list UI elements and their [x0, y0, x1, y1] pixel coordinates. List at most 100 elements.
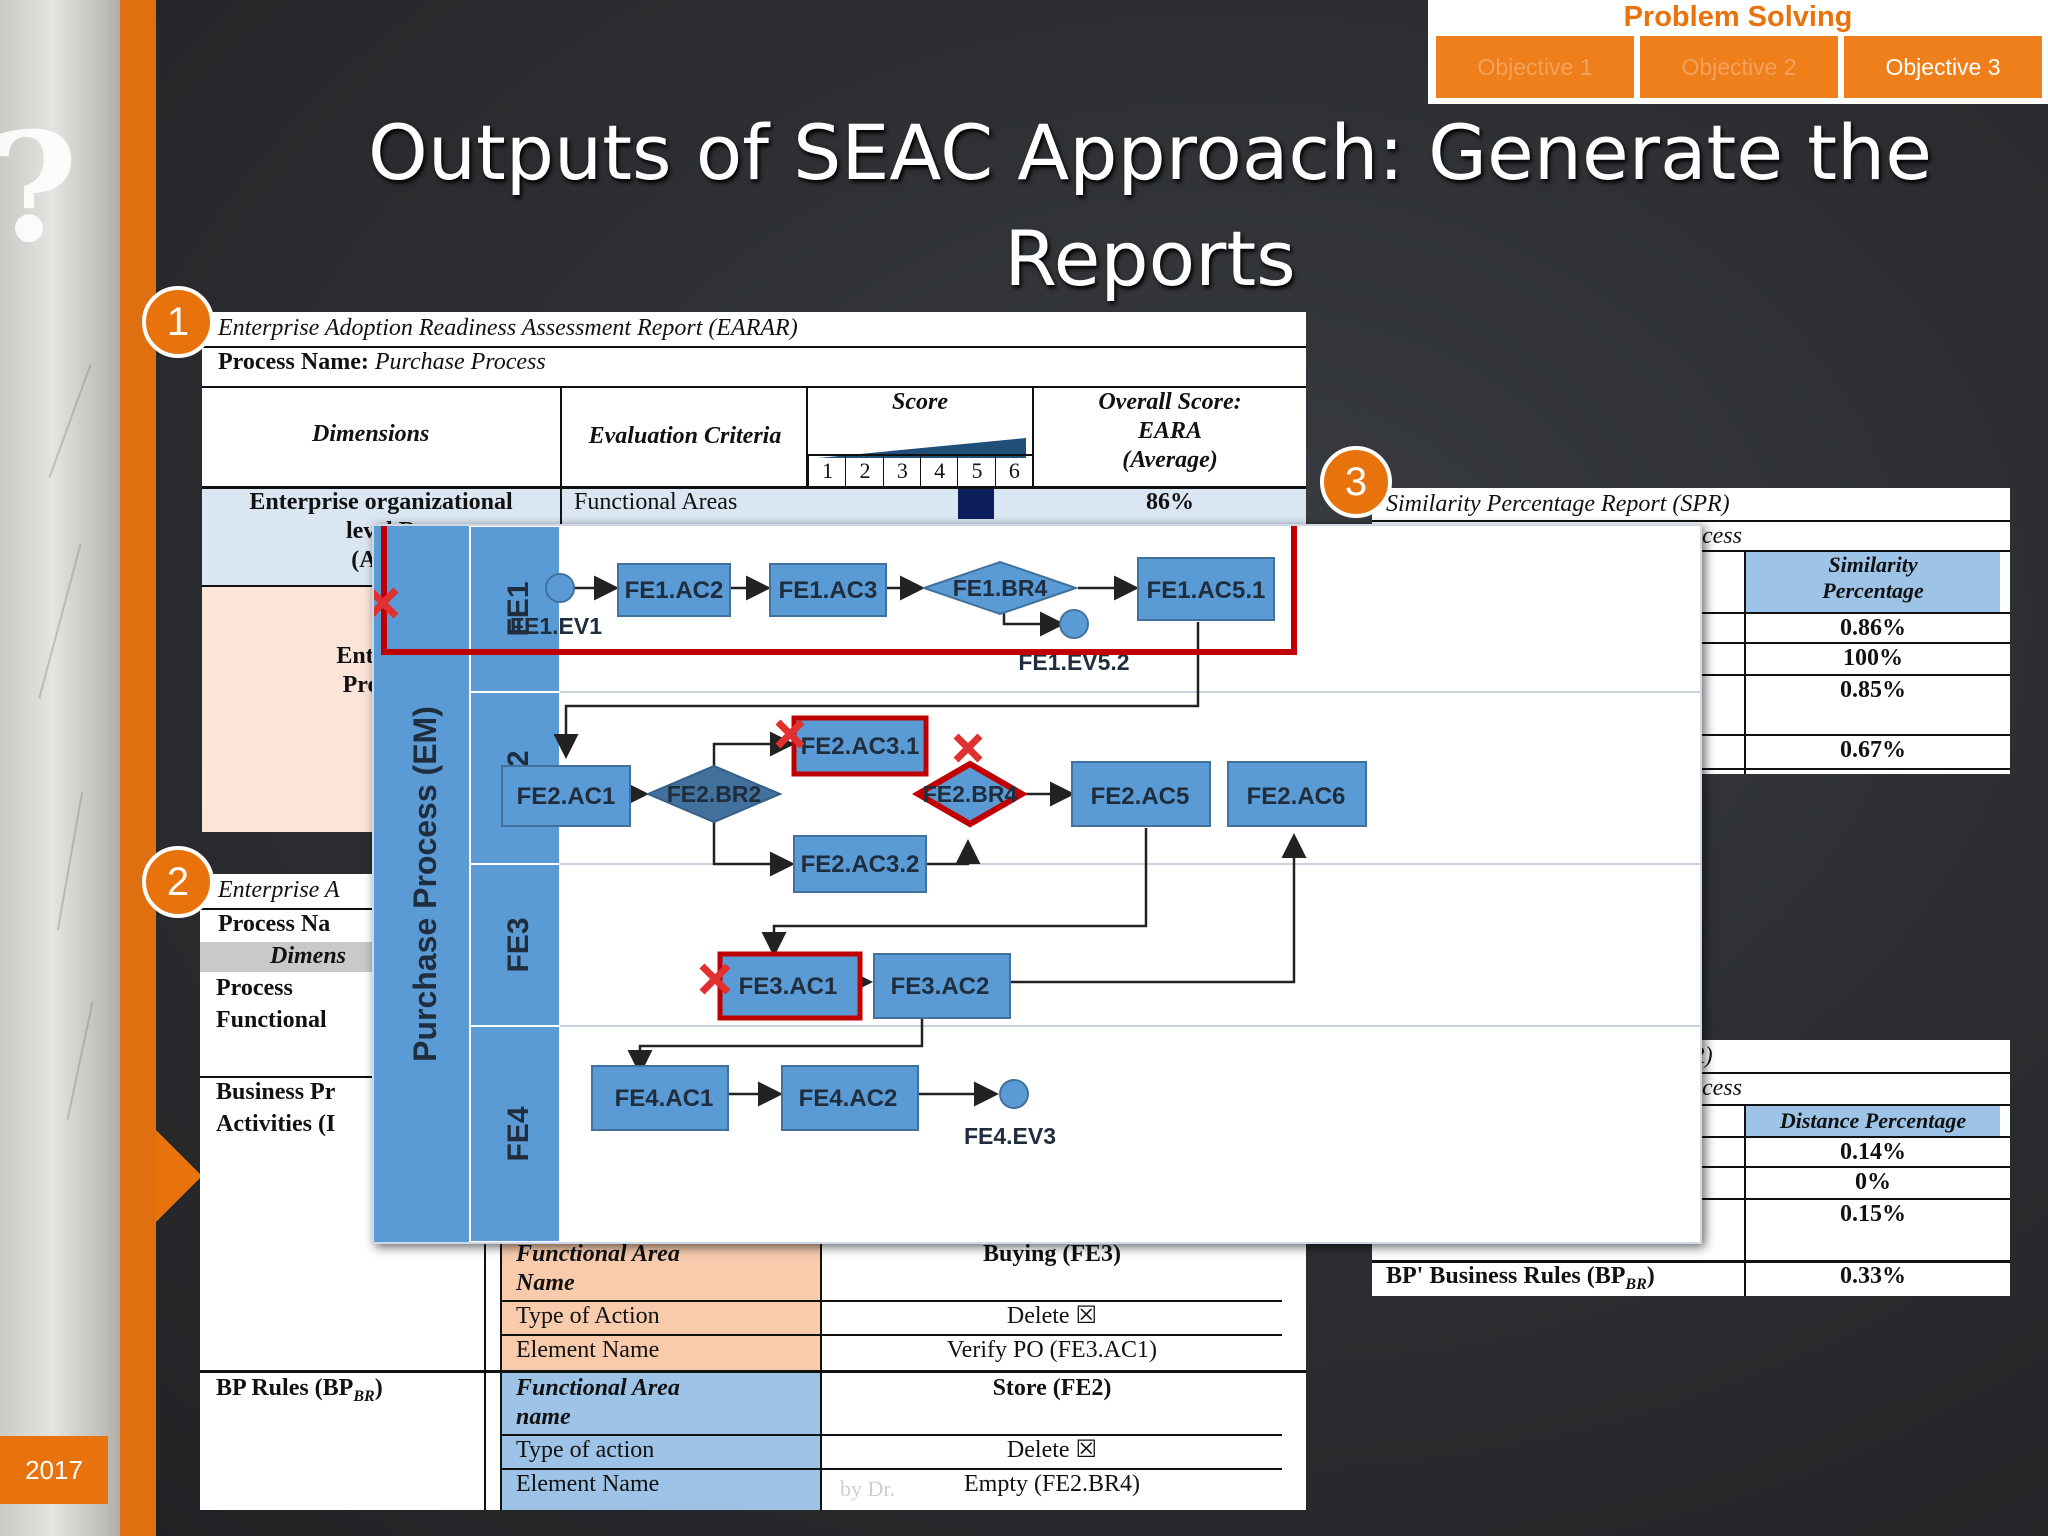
lane-fe1-label: FE1 — [502, 581, 535, 636]
objective-3-tab[interactable]: Objective 3 — [1844, 36, 2042, 98]
earar-title: Enterprise Adoption Readiness Assessment… — [218, 315, 798, 341]
question-mark-graphic: ? — [0, 100, 78, 276]
fe2-br4-gateway[interactable] — [911, 760, 1029, 828]
slide-title-line1: Outputs of SEAC Approach: Generate the — [368, 108, 1932, 197]
objective-1-tab[interactable]: Objective 1 — [1436, 36, 1634, 98]
accent-bar — [120, 0, 156, 1536]
block1-fa-value: Buying (FE3) — [982, 1241, 1122, 1267]
fe1-br4-label: FE1.BR4 — [953, 575, 1048, 601]
block2-type-label: Type of action — [516, 1437, 655, 1463]
spr-col-header-line1: Similarity — [1828, 552, 1918, 577]
objective-2-tab[interactable]: Objective 2 — [1640, 36, 1838, 98]
fe3-ac1-label: FE3.AC1 — [739, 973, 838, 1000]
lane-fe4-header — [469, 1025, 561, 1243]
score-scale-cell: 1 — [808, 456, 846, 486]
block1-fa-label: Functional Area Name — [516, 1240, 680, 1298]
pool-header — [374, 526, 470, 1242]
fe1-br4-gateway[interactable] — [920, 560, 1080, 616]
slide-title: Outputs of SEAC Approach: Generate the R… — [300, 100, 2000, 312]
block1-elem-label: Element Name — [516, 1337, 660, 1363]
br-label: BP Rules (BP — [216, 1375, 354, 1401]
fe3-ac2-label: FE3.AC2 — [891, 973, 990, 1000]
report2-dimensions-header: Dimens — [270, 943, 347, 969]
fe2-ac6-label: FE2.AC6 — [1247, 783, 1346, 810]
score-scale-cell: 4 — [920, 456, 958, 486]
footer-watermark: by Dr. — [840, 1476, 895, 1501]
block1-type-value: Delete ☒ — [1006, 1303, 1098, 1329]
fe1-ac51-task[interactable] — [1137, 557, 1275, 621]
dpr-last-label: BP' Business Rules (BPBR) — [1386, 1263, 1655, 1293]
earar-overall-header: Overall Score: EARA (Average) — [1034, 388, 1306, 475]
fe2-ac5-label: FE2.AC5 — [1091, 783, 1190, 810]
nav-section-title: Problem Solving — [1623, 1, 1853, 33]
block2-elem-label: Element Name — [516, 1471, 660, 1497]
bpmn-svg: Purchase Process (EM) FE1 FE2 FE3 FE4 — [367, 519, 1700, 1243]
fe4-ac2-task[interactable] — [781, 1065, 919, 1131]
block1-type-label: Type of Action — [516, 1303, 660, 1329]
dpr-last-label-text: BP' Business Rules (BP — [1386, 1263, 1626, 1289]
pool-label: Purchase Process (EM) — [407, 706, 443, 1062]
dpr-value-3: 0.15% — [1840, 1201, 1906, 1227]
row1-dim-line1: Enterprise organizational — [249, 489, 513, 515]
fe1-ac3-label: FE1.AC3 — [779, 577, 878, 604]
fe4-ac2-label: FE4.AC2 — [799, 1085, 898, 1112]
earar-process-row: Process Name: Purchase Process — [218, 348, 546, 377]
fe1-ev1-event[interactable] — [545, 573, 575, 603]
fe4-ev3-label: FE4.EV3 — [964, 1123, 1056, 1149]
block2-fa-value: Store (FE2) — [992, 1375, 1112, 1401]
fe2-ac1-task[interactable] — [501, 765, 631, 827]
dpr-last-value: 0.33% — [1840, 1263, 1906, 1289]
block2-fa-label-line1: Functional Area — [516, 1375, 680, 1401]
fe1-ev52-event[interactable] — [1059, 609, 1089, 639]
spr-value-2: 100% — [1843, 645, 1903, 671]
spr-value-4: 0.67% — [1840, 737, 1906, 763]
fe1-ac2-task[interactable] — [617, 563, 731, 617]
fe3-ac1-task[interactable] — [717, 951, 863, 1021]
fe2-ac31-delete-x-icon — [775, 719, 805, 749]
fe2-ac5-task[interactable] — [1071, 761, 1211, 827]
block1-fa-label-line2: Name — [516, 1270, 575, 1296]
score-wedge-graphic — [818, 438, 1026, 458]
earar-process-label: Process Name: — [218, 349, 369, 375]
lane-fe4-label: FE4 — [502, 1106, 535, 1161]
block2-type-value: Delete ☒ — [1006, 1437, 1098, 1463]
block2-fa-label: Functional Area name — [516, 1374, 680, 1432]
fe2-br2-label: FE2.BR2 — [667, 781, 762, 807]
fe4-ac1-task[interactable] — [591, 1065, 729, 1131]
fe1-ac51-label: FE1.AC5.1 — [1147, 577, 1266, 604]
spr-value-3: 0.85% — [1840, 677, 1906, 703]
badge-3: 3 — [1320, 446, 1392, 518]
fe3-ac2-task[interactable] — [873, 953, 1011, 1019]
fe1-ac3-task[interactable] — [769, 563, 887, 617]
accent-chevron — [156, 1130, 202, 1222]
fe2-ac32-task[interactable] — [793, 835, 927, 893]
fe2-ac31-task[interactable] — [791, 715, 929, 777]
report2-row-business: Business Pr — [216, 1079, 336, 1105]
overall-header-line3: (Average) — [1122, 447, 1218, 473]
year-label: 2017 — [0, 1436, 108, 1504]
fe2-ac32-label: FE2.AC3.2 — [801, 851, 920, 878]
score-scale-cell: 6 — [994, 456, 1033, 486]
spr-value-1: 0.86% — [1840, 615, 1906, 641]
block2-elem-value: Empty (FE2.BR4) — [963, 1471, 1140, 1497]
earar-score-header: Score — [892, 389, 948, 415]
overall-header-line2: EARA — [1137, 418, 1203, 444]
spr-process-fragment: cess — [1702, 523, 1742, 549]
badge-1: 1 — [142, 286, 214, 358]
fe2-ac6-task[interactable] — [1227, 761, 1367, 827]
br-sub: BR — [353, 1387, 375, 1405]
block1-elem-value: Verify PO (FE3.AC1) — [947, 1337, 1157, 1363]
badge-2: 2 — [142, 846, 214, 918]
score-scale-cell: 2 — [845, 456, 883, 486]
score-scale-cell: 3 — [882, 456, 921, 486]
earar-row1-overall: 86% — [1146, 489, 1194, 515]
block2-fa-label-line2: name — [516, 1404, 571, 1430]
report2-row-activities: Activities (I — [216, 1111, 336, 1137]
report2-title: Enterprise A — [218, 877, 340, 903]
fe4-ev3-event[interactable] — [999, 1079, 1029, 1109]
bpmn-diagram: Purchase Process (EM) FE1 FE2 FE3 FE4 — [367, 519, 1702, 1244]
dpr-value-2: 0% — [1855, 1169, 1891, 1195]
lane-fe3-label: FE3 — [502, 917, 535, 972]
fe2-br2-gateway[interactable] — [645, 764, 783, 824]
